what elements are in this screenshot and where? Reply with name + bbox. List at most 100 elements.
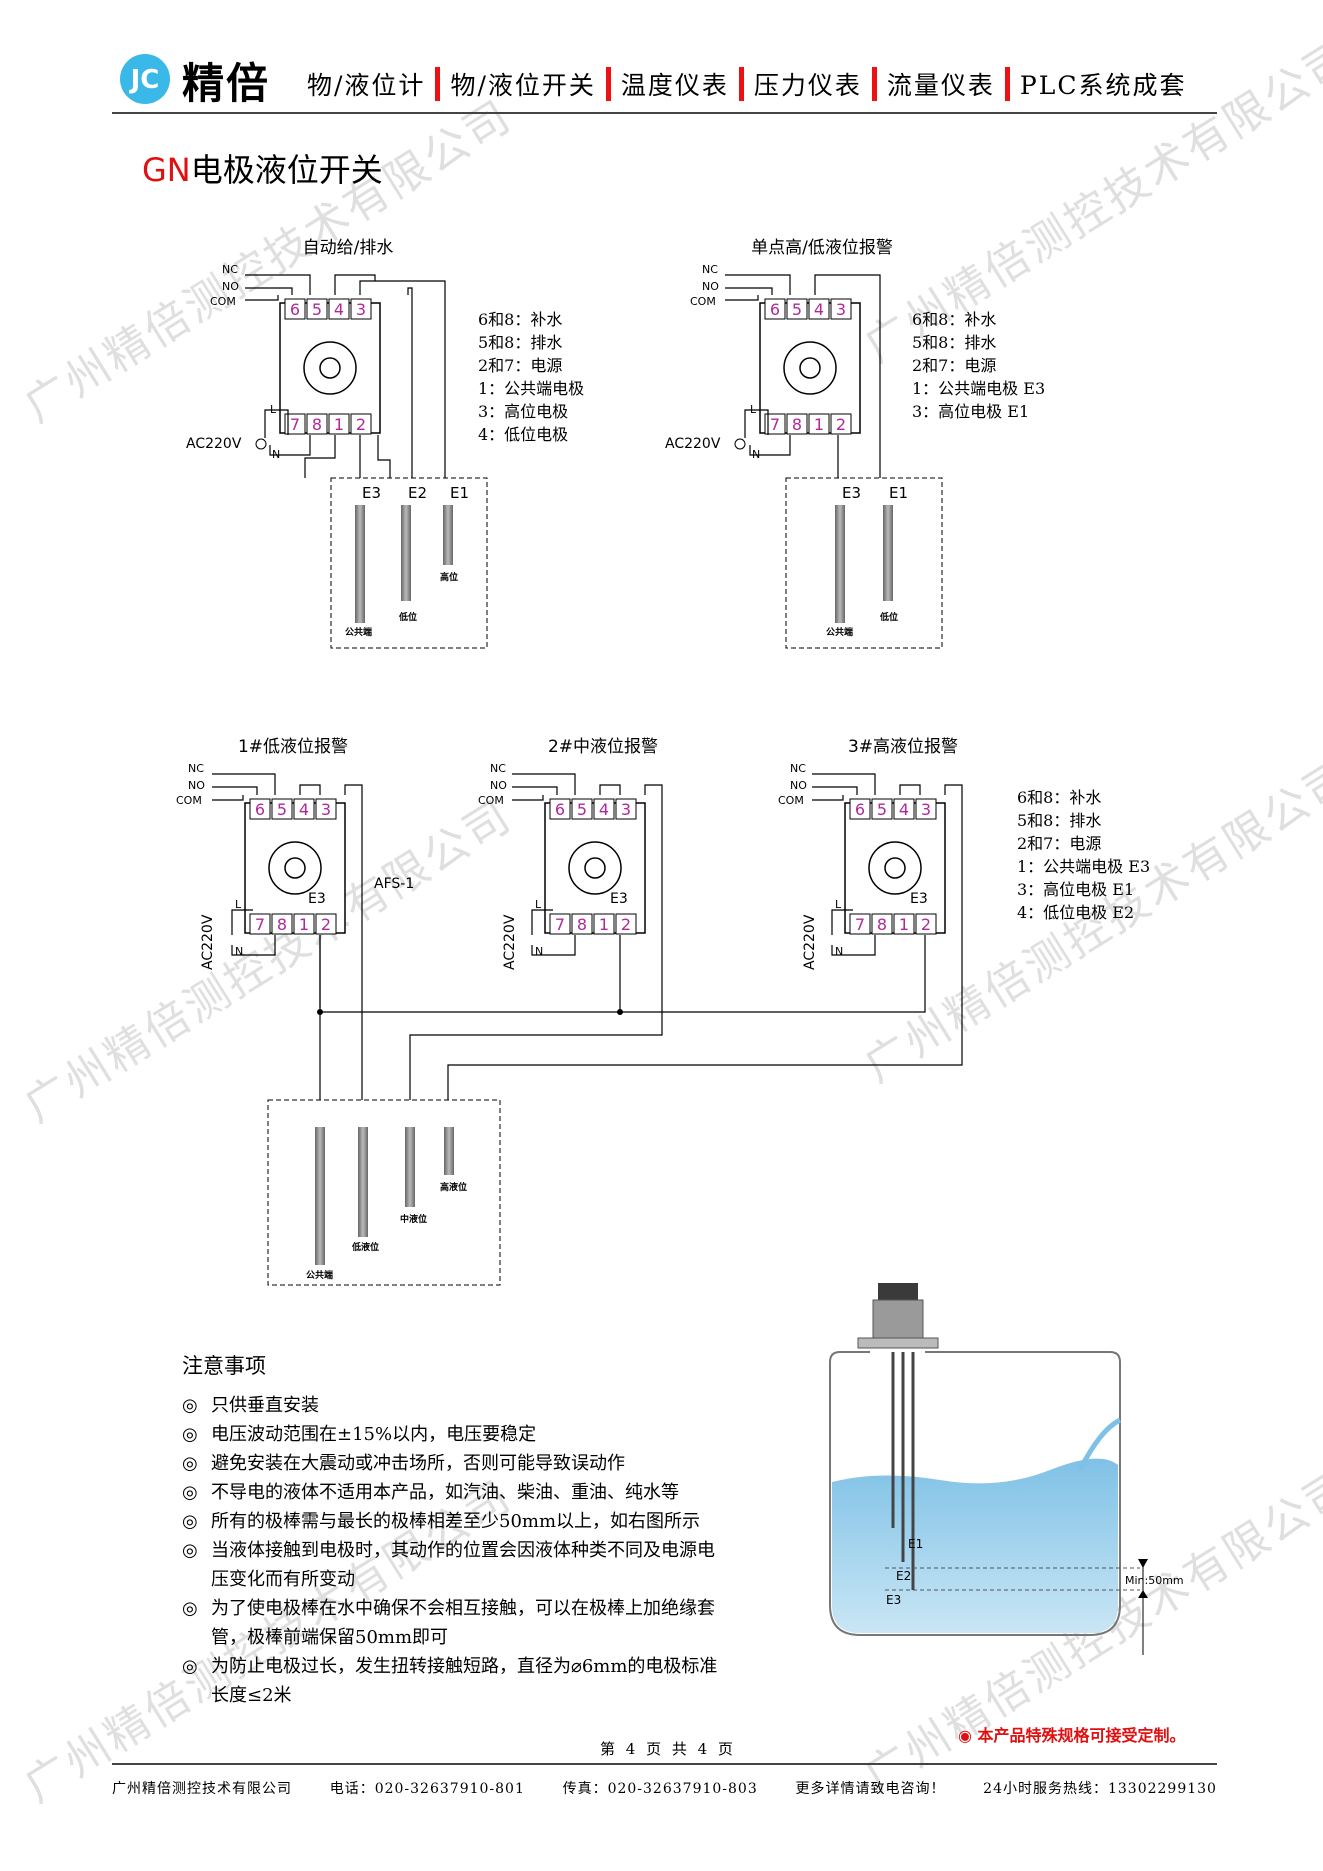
product-nav: 物/液位计 物/液位开关 温度仪表 压力仪表 流量仪表 PLC系统成套	[307, 66, 1186, 102]
terminal-number: 1	[899, 915, 909, 934]
svg-text:2和7：电源: 2和7：电源	[912, 356, 996, 375]
terminal	[271, 798, 293, 820]
terminal	[893, 798, 915, 820]
electrode-label: E1	[889, 484, 908, 502]
svg-text:L: L	[535, 898, 542, 911]
terminal	[871, 798, 893, 820]
electrode-rod	[355, 505, 365, 623]
terminal	[315, 798, 337, 820]
terminal-number: 6	[255, 800, 265, 819]
notes-list: 只供垂直安装 电压波动范围在±15%以内，电压要稳定 避免安装在大震动或冲击场所…	[182, 1391, 722, 1710]
terminal	[915, 913, 937, 935]
terminal-number: 8	[792, 415, 802, 434]
header-divider	[112, 112, 1217, 114]
terminal-number: 1	[814, 415, 824, 434]
rod-caption: 公共端	[826, 626, 853, 638]
svg-text:NC: NC	[188, 762, 204, 775]
header: JC 精倍 物/液位计 物/液位开关 温度仪表 压力仪表 流量仪表 PLC系统成…	[112, 40, 1217, 116]
terminal-number: 4	[599, 800, 609, 819]
ac-source-icon	[734, 438, 746, 450]
nav-item[interactable]: 流量仪表	[886, 71, 995, 100]
terminal	[830, 298, 852, 320]
terminal	[764, 298, 786, 320]
footer-hotline: 24小时服务热线：13302299130	[983, 1781, 1217, 1797]
svg-text:6和8：补水: 6和8：补水	[478, 310, 562, 329]
nav-item[interactable]: 物/液位开关	[450, 71, 596, 100]
terminal-number: 8	[312, 415, 322, 434]
terminal	[808, 413, 830, 435]
svg-text:NO: NO	[790, 779, 807, 792]
ac-label: AC220V	[502, 914, 518, 970]
terminal	[915, 798, 937, 820]
footer-divider	[112, 1763, 1217, 1765]
rod-caption: 低位	[398, 611, 417, 623]
note-item: 避免安装在大震动或冲击场所，否则可能导致误动作	[182, 1449, 722, 1478]
svg-text:N: N	[535, 945, 543, 958]
svg-text:3：高位电极 E1: 3：高位电极 E1	[912, 402, 1029, 421]
terminal	[249, 798, 271, 820]
svg-text:L: L	[270, 403, 277, 416]
electrode-tank	[330, 477, 488, 649]
electrode-rod	[883, 505, 893, 601]
terminal	[615, 798, 637, 820]
terminal	[284, 298, 306, 320]
terminal	[306, 298, 328, 320]
electrode-label: E3	[362, 484, 381, 502]
terminal-number: 3	[621, 800, 631, 819]
footer-consult: 更多详情请致电咨询！	[795, 1781, 946, 1797]
terminal-number: 7	[855, 915, 865, 934]
terminal	[593, 798, 615, 820]
svg-text:NO: NO	[490, 779, 507, 792]
ac-source-icon	[255, 438, 267, 450]
svg-text:4：低位电极: 4：低位电极	[478, 425, 568, 444]
terminal-number: 4	[334, 300, 344, 319]
tank-illustration	[829, 1283, 1148, 1655]
terminal-number: 3	[321, 800, 331, 819]
electrode-rod	[443, 505, 453, 565]
terminal-number: 5	[792, 300, 802, 319]
electrode-rod	[444, 1127, 454, 1175]
terminal	[328, 298, 350, 320]
terminal-number: 7	[555, 915, 565, 934]
nav-item[interactable]: 压力仪表	[753, 71, 862, 100]
footer-fax: 传真：020-32637910-803	[562, 1781, 758, 1797]
diagram-title: 1#低液位报警	[238, 737, 348, 757]
svg-text:6和8：补水: 6和8：补水	[912, 310, 996, 329]
diagram-title: 自动给/排水	[303, 238, 394, 258]
terminal	[849, 913, 871, 935]
tank-e3-label: E3	[886, 1593, 901, 1607]
rod-captions: 公共端 低液位 中液位 高液位	[306, 1181, 467, 1281]
nav-item[interactable]: 物/液位计	[307, 71, 426, 100]
svg-text:6和8：补水: 6和8：补水	[1017, 788, 1101, 807]
nav-separator	[605, 67, 611, 101]
legend-single: 6和8：补水 5和8：排水 2和7：电源 1：公共端电极 E3 3：高位电极 E…	[912, 310, 1045, 421]
svg-text:N: N	[272, 448, 280, 461]
terminal-number: 4	[899, 800, 909, 819]
svg-text:低液位: 低液位	[351, 1241, 379, 1253]
terminal-number: 5	[877, 800, 887, 819]
ac-label: AC220V	[665, 436, 721, 452]
terminal-number: 7	[770, 415, 780, 434]
terminal	[293, 913, 315, 935]
diagram-auto-labels: NC NO COM L N	[210, 263, 280, 461]
svg-text:3：高位电极: 3：高位电极	[478, 402, 568, 421]
model-label: AFS-1	[374, 876, 414, 892]
note-item: 电压波动范围在±15%以内，电压要稳定	[182, 1420, 722, 1449]
terminal	[764, 413, 786, 435]
terminal-number: 5	[577, 800, 587, 819]
svg-text:1：公共端电极: 1：公共端电极	[478, 379, 584, 398]
terminal-number: 7	[290, 415, 300, 434]
svg-text:1：公共端电极 E3: 1：公共端电极 E3	[912, 379, 1045, 398]
diagram-single-labels: NC NO COM L N	[690, 263, 760, 461]
terminal-number: 1	[299, 915, 309, 934]
nav-item[interactable]: PLC系统成套	[1019, 71, 1187, 100]
svg-text:2和7：电源: 2和7：电源	[478, 356, 562, 375]
svg-text:5和8：排水: 5和8：排水	[912, 333, 996, 352]
terminal	[549, 913, 571, 935]
electrode-rod	[315, 1127, 325, 1265]
terminal-number: 2	[321, 915, 331, 934]
nav-item[interactable]: 温度仪表	[620, 71, 729, 100]
